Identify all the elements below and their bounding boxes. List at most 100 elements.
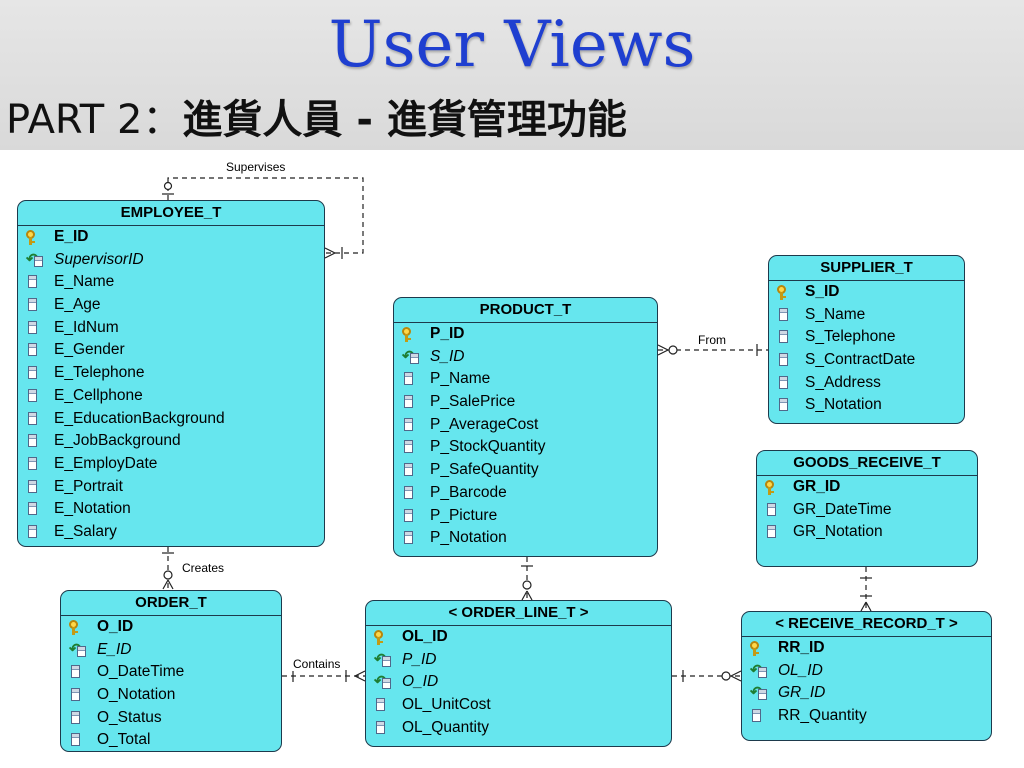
- attribute-row[interactable]: E_Age: [18, 294, 324, 317]
- foreign-key-icon: ↶: [402, 349, 420, 365]
- foreign-key-attribute[interactable]: ↶GR_ID: [742, 682, 991, 705]
- attribute-row[interactable]: S_ContractDate: [769, 349, 964, 372]
- attribute-label: E_Gender: [54, 341, 125, 359]
- attribute-label: S_Name: [805, 305, 866, 323]
- attribute-row[interactable]: P_StockQuantity: [394, 436, 657, 459]
- column-icon: [777, 398, 795, 413]
- attribute-label: E_Telephone: [54, 364, 145, 382]
- column-icon: [765, 525, 783, 540]
- attribute-row[interactable]: OL_Quantity: [366, 717, 671, 740]
- column-icon: [750, 709, 768, 724]
- attribute-row[interactable]: S_Address: [769, 372, 964, 395]
- attribute-row[interactable]: P_Notation: [394, 527, 657, 550]
- primary-key-attribute[interactable]: E_ID: [18, 226, 324, 249]
- column-icon: [26, 343, 44, 358]
- attribute-row[interactable]: P_AverageCost: [394, 414, 657, 437]
- attribute-label: S_ContractDate: [805, 351, 916, 369]
- attribute-row[interactable]: P_SalePrice: [394, 391, 657, 414]
- attribute-row[interactable]: S_Name: [769, 304, 964, 327]
- attribute-label: E_Notation: [54, 500, 131, 518]
- from-label: From: [697, 333, 727, 347]
- attribute-row[interactable]: P_SafeQuantity: [394, 459, 657, 482]
- primary-key-attribute[interactable]: RR_ID: [742, 637, 991, 660]
- attribute-row[interactable]: RR_Quantity: [742, 705, 991, 728]
- foreign-key-attribute[interactable]: ↶E_ID: [61, 639, 281, 662]
- column-icon: [374, 698, 392, 713]
- attribute-row[interactable]: E_Cellphone: [18, 385, 324, 408]
- column-icon: [69, 688, 87, 703]
- attribute-label: E_Name: [54, 273, 115, 291]
- attribute-row[interactable]: P_Name: [394, 368, 657, 391]
- attribute-row[interactable]: O_Notation: [61, 684, 281, 707]
- attribute-label: E_Portrait: [54, 477, 123, 495]
- attribute-row[interactable]: GR_Notation: [757, 521, 977, 544]
- attribute-row[interactable]: OL_UnitCost: [366, 694, 671, 717]
- attribute-row[interactable]: P_Picture: [394, 505, 657, 528]
- attribute-row[interactable]: O_DateTime: [61, 661, 281, 684]
- attribute-row[interactable]: E_JobBackground: [18, 430, 324, 453]
- attribute-row[interactable]: E_Gender: [18, 339, 324, 362]
- foreign-key-attribute[interactable]: ↶ SupervisorID: [18, 249, 324, 272]
- attribute-label: E_Age: [54, 296, 101, 314]
- attribute-label: OL_ID: [778, 661, 823, 679]
- primary-key-attribute[interactable]: GR_ID: [757, 476, 977, 499]
- foreign-key-attribute[interactable]: ↶OL_ID: [742, 660, 991, 683]
- column-icon: [777, 353, 795, 368]
- attribute-row[interactable]: E_EmployDate: [18, 453, 324, 476]
- attribute-row[interactable]: E_Telephone: [18, 362, 324, 385]
- attribute-row[interactable]: S_Notation: [769, 394, 964, 417]
- attribute-label: E_Salary: [54, 522, 117, 540]
- attribute-row[interactable]: O_Status: [61, 707, 281, 730]
- attribute-row[interactable]: E_Notation: [18, 498, 324, 521]
- entity-name: GOODS_RECEIVE_T: [757, 451, 977, 476]
- column-icon: [26, 524, 44, 540]
- foreign-key-attribute[interactable]: ↶O_ID: [366, 671, 671, 694]
- foreign-key-icon: ↶: [26, 252, 44, 268]
- attribute-label: O_ID: [402, 673, 439, 691]
- attribute-label: P_Name: [430, 370, 491, 388]
- subtitle-part: PART 2：: [6, 97, 183, 143]
- page-subtitle: PART 2：進貨人員 - 進貨管理功能: [6, 92, 627, 148]
- foreign-key-attribute[interactable]: ↶P_ID: [366, 649, 671, 672]
- header-band: [0, 0, 1024, 150]
- attribute-row[interactable]: E_Name: [18, 271, 324, 294]
- column-icon: [69, 665, 87, 680]
- column-icon: [402, 440, 420, 455]
- primary-key-attribute[interactable]: P_ID: [394, 323, 657, 346]
- attribute-row[interactable]: O_Total: [61, 729, 281, 751]
- product-orderline-connector: [521, 557, 533, 601]
- attribute-label: P_AverageCost: [430, 415, 539, 433]
- primary-key-attribute[interactable]: S_ID: [769, 281, 964, 304]
- attribute-row[interactable]: P_Barcode: [394, 482, 657, 505]
- attribute-label: P_Notation: [430, 529, 507, 547]
- attribute-row[interactable]: GR_DateTime: [757, 499, 977, 522]
- attribute-label: GR_ID: [778, 684, 826, 702]
- attribute-label: S_Telephone: [805, 328, 896, 346]
- attribute-row[interactable]: S_Telephone: [769, 326, 964, 349]
- creates-connector: [162, 547, 174, 590]
- attribute-row[interactable]: E_EducationBackground: [18, 408, 324, 431]
- attribute-row[interactable]: E_Salary: [18, 521, 324, 544]
- attribute-label: E_ID: [54, 228, 89, 245]
- attribute-row[interactable]: E_Portrait: [18, 476, 324, 499]
- primary-key-attribute[interactable]: O_ID: [61, 616, 281, 639]
- column-icon: [26, 434, 44, 449]
- attribute-label: E_EducationBackground: [54, 409, 225, 427]
- attribute-row[interactable]: E_IdNum: [18, 317, 324, 340]
- primary-key-attribute[interactable]: OL_ID: [366, 626, 671, 649]
- attribute-label: E_Cellphone: [54, 386, 143, 404]
- attribute-label: SupervisorID: [54, 250, 144, 268]
- attribute-label: S_ID: [805, 283, 840, 300]
- column-icon: [26, 456, 44, 472]
- entity-name: < RECEIVE_RECORD_T >: [742, 612, 991, 637]
- foreign-key-icon: ↶: [374, 652, 392, 668]
- foreign-key-attribute[interactable]: ↶S_ID: [394, 346, 657, 369]
